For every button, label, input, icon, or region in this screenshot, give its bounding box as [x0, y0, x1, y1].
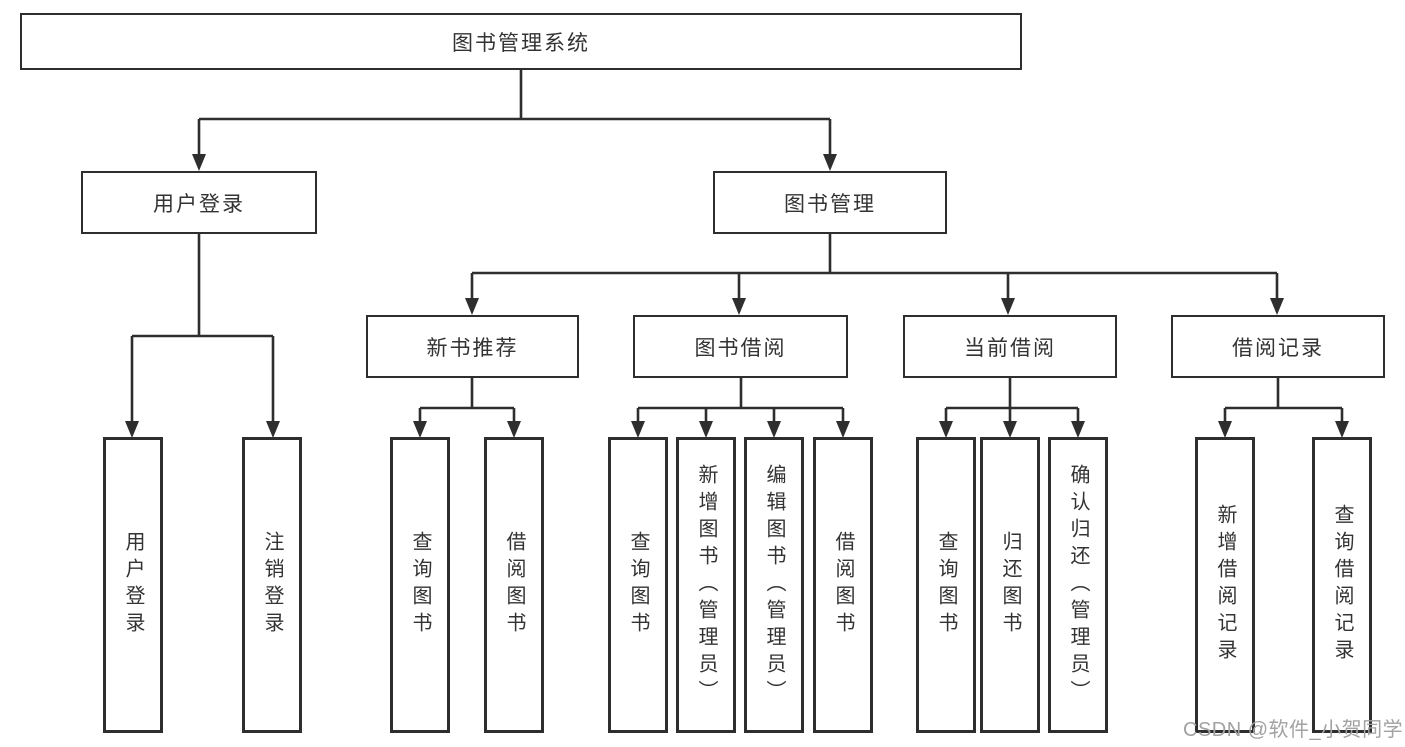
- arrow-down-icon: [1218, 421, 1232, 438]
- arrow-down-icon: [465, 298, 479, 315]
- arrow-down-icon: [767, 421, 781, 438]
- connector-root: [197, 70, 832, 155]
- arrow-down-icon: [1270, 298, 1284, 315]
- arrow-down-icon: [699, 421, 713, 438]
- node-leaf-user-login: 用户登录: [103, 437, 163, 733]
- node-book-management: 图书管理: [713, 171, 947, 234]
- node-new-book-recommend-label: 新书推荐: [426, 336, 519, 360]
- node-leaf-logout-label: 注销登录: [261, 531, 283, 639]
- node-leaf-confirm-return-admin-label: 确认归还（管理员）: [1067, 463, 1089, 707]
- arrow-down-icon: [1003, 421, 1017, 438]
- node-user-login-label: 用户登录: [153, 192, 245, 216]
- node-leaf-user-login-label: 用户登录: [122, 531, 144, 639]
- node-leaf-query-books-3-label: 查询图书: [935, 531, 957, 639]
- node-root-label: 图书管理系统: [452, 31, 590, 55]
- node-new-book-recommend: 新书推荐: [366, 315, 579, 378]
- connector-book-management: [470, 234, 1279, 299]
- arrow-down-icon: [939, 421, 953, 438]
- node-leaf-confirm-return-admin: 确认归还（管理员）: [1048, 437, 1108, 733]
- node-leaf-query-books-2: 查询图书: [608, 437, 668, 733]
- connector-new-book-recommend: [418, 378, 516, 422]
- node-leaf-add-borrow-record-label: 新增借阅记录: [1214, 504, 1236, 666]
- node-leaf-borrow-books-1: 借阅图书: [484, 437, 544, 733]
- watermark-text: CSDN @软件_小贺同学: [1183, 719, 1404, 741]
- connector-current-borrow: [944, 378, 1080, 422]
- node-leaf-add-books-admin-label: 新增图书（管理员）: [695, 463, 717, 707]
- node-leaf-query-borrow-record-label: 查询借阅记录: [1331, 504, 1353, 666]
- connector-user-login: [130, 234, 275, 422]
- node-borrow-records-label: 借阅记录: [1232, 336, 1324, 360]
- node-current-borrow: 当前借阅: [903, 315, 1117, 378]
- node-borrow-records: 借阅记录: [1171, 315, 1385, 378]
- node-leaf-query-books-1-label: 查询图书: [409, 531, 431, 639]
- arrow-down-icon: [1335, 421, 1349, 438]
- node-root: 图书管理系统: [20, 13, 1022, 70]
- node-user-login: 用户登录: [81, 171, 317, 234]
- node-leaf-return-books-label: 归还图书: [999, 531, 1021, 639]
- arrow-down-icon: [823, 154, 837, 171]
- arrow-down-icon: [836, 421, 850, 438]
- node-leaf-borrow-books-1-label: 借阅图书: [503, 531, 525, 639]
- node-book-management-label: 图书管理: [784, 192, 876, 216]
- node-leaf-edit-books-admin: 编辑图书（管理员）: [744, 437, 804, 733]
- node-leaf-borrow-books-2: 借阅图书: [813, 437, 873, 733]
- connector-borrow-records: [1223, 378, 1344, 422]
- node-leaf-add-borrow-record: 新增借阅记录: [1195, 437, 1255, 733]
- node-leaf-query-books-1: 查询图书: [390, 437, 450, 733]
- node-leaf-query-borrow-record: 查询借阅记录: [1312, 437, 1372, 733]
- arrow-down-icon: [507, 421, 521, 438]
- connector-book-borrow: [636, 378, 845, 422]
- node-leaf-query-books-2-label: 查询图书: [627, 531, 649, 639]
- arrow-down-icon: [1071, 421, 1085, 438]
- node-current-borrow-label: 当前借阅: [964, 336, 1056, 360]
- arrow-down-icon: [266, 421, 280, 438]
- node-leaf-add-books-admin: 新增图书（管理员）: [676, 437, 736, 733]
- arrow-down-icon: [631, 421, 645, 438]
- node-book-borrow-label: 图书借阅: [694, 336, 787, 360]
- arrow-down-icon: [1001, 298, 1015, 315]
- arrow-down-icon: [192, 154, 206, 171]
- node-leaf-edit-books-admin-label: 编辑图书（管理员）: [763, 463, 785, 707]
- arrow-down-icon: [413, 421, 427, 438]
- node-leaf-return-books: 归还图书: [980, 437, 1040, 733]
- node-leaf-logout: 注销登录: [242, 437, 302, 733]
- node-leaf-query-books-3: 查询图书: [916, 437, 976, 733]
- arrow-down-icon: [732, 298, 746, 315]
- arrow-down-icon: [125, 421, 139, 438]
- node-leaf-borrow-books-2-label: 借阅图书: [832, 531, 854, 639]
- node-book-borrow: 图书借阅: [633, 315, 848, 378]
